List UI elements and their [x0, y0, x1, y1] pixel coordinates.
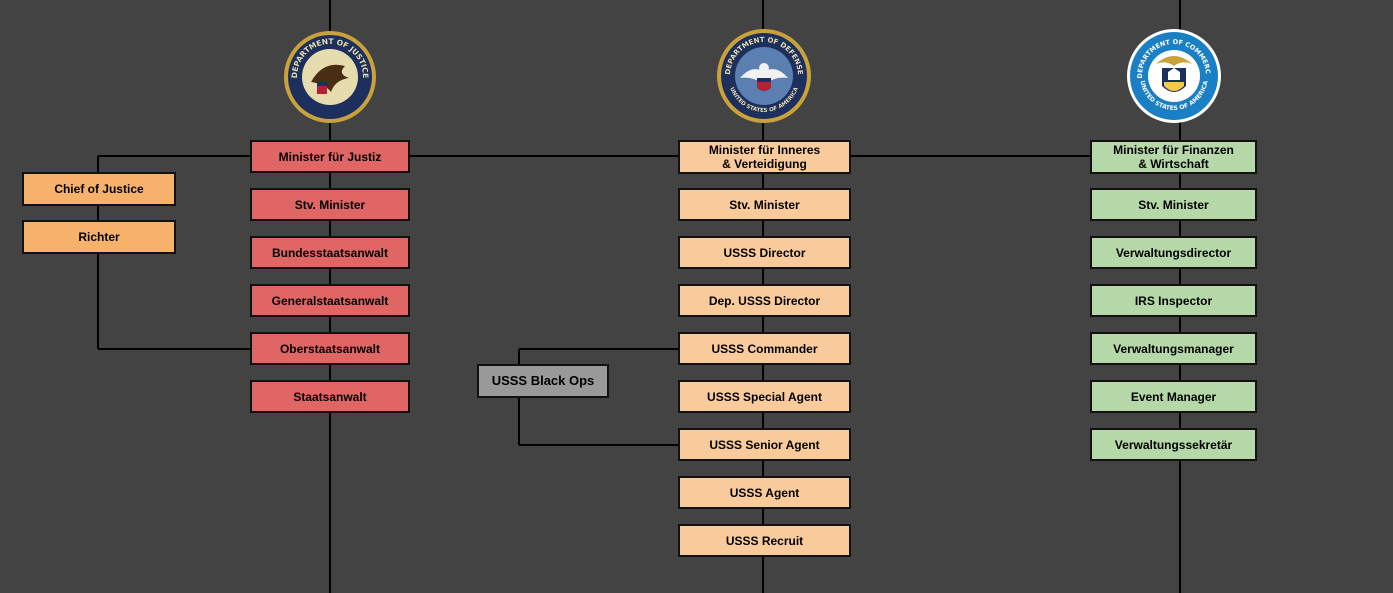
- defense-role-box: USSS Agent: [678, 476, 851, 509]
- court-role-box: Chief of Justice: [22, 172, 176, 206]
- commerce-role-box: Verwaltungssekretär: [1090, 428, 1257, 461]
- justice-role-box: Oberstaatsanwalt: [250, 332, 410, 365]
- defense-role-box: USSS Senior Agent: [678, 428, 851, 461]
- defense-role-box: USSS Special Agent: [678, 380, 851, 413]
- justice-head-box: Minister für Justiz: [250, 140, 410, 173]
- defense-role-box: USSS Recruit: [678, 524, 851, 557]
- defense-role-box: USSS Director: [678, 236, 851, 269]
- justice-seal-icon: DEPARTMENT OF JUSTICE: [284, 31, 376, 123]
- defense-head-box: Minister für Inneres & Verteidigung: [678, 140, 851, 174]
- court-role-box: Richter: [22, 220, 176, 254]
- commerce-head-box: Minister für Finanzen & Wirtschaft: [1090, 140, 1257, 174]
- black-ops-box: USSS Black Ops: [477, 364, 609, 398]
- commerce-role-box: Event Manager: [1090, 380, 1257, 413]
- defense-seal-icon: DEPARTMENT OF DEFENSE UNITED STATES OF A…: [717, 29, 811, 123]
- defense-role-box: Dep. USSS Director: [678, 284, 851, 317]
- defense-role-box: USSS Commander: [678, 332, 851, 365]
- justice-role-box: Stv. Minister: [250, 188, 410, 221]
- commerce-role-box: Stv. Minister: [1090, 188, 1257, 221]
- justice-role-box: Staatsanwalt: [250, 380, 410, 413]
- commerce-role-box: Verwaltungsdirector: [1090, 236, 1257, 269]
- defense-role-box: Stv. Minister: [678, 188, 851, 221]
- justice-role-box: Bundesstaatsanwalt: [250, 236, 410, 269]
- justice-role-box: Generalstaatsanwalt: [250, 284, 410, 317]
- commerce-role-box: Verwaltungsmanager: [1090, 332, 1257, 365]
- commerce-role-box: IRS Inspector: [1090, 284, 1257, 317]
- commerce-seal-icon: DEPARTMENT OF COMMERCE UNITED STATES OF …: [1126, 28, 1221, 123]
